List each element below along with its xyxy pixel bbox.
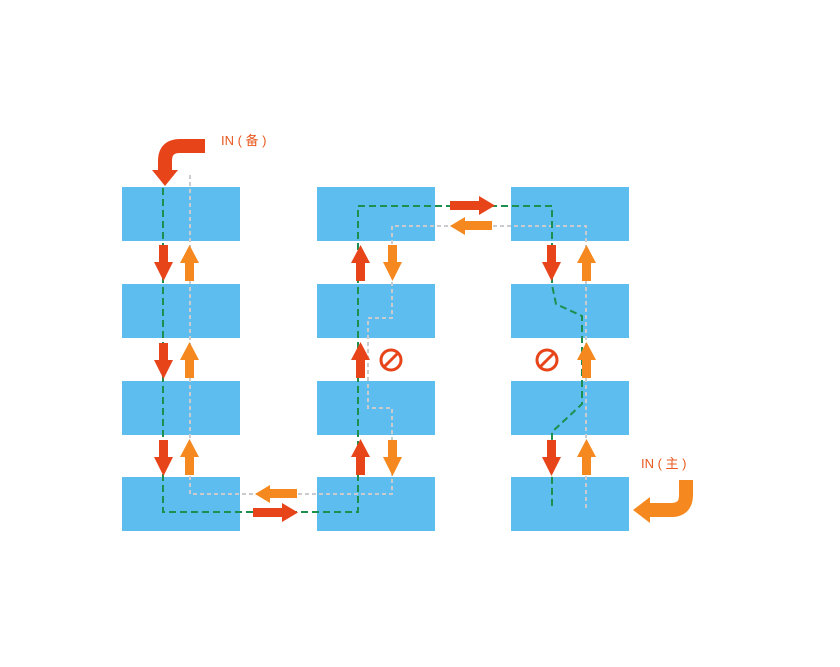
node-c1-r1 — [122, 187, 240, 241]
prohibited-icon — [535, 348, 559, 372]
label-in-backup: IN ( 备 ) — [221, 133, 267, 148]
prohibited-icon — [379, 348, 403, 372]
arrow-up-c1-2 — [180, 342, 199, 378]
arrow-down-c2-2 — [383, 440, 402, 476]
node-c2-r2 — [317, 284, 435, 338]
arrow-up-c2-2 — [351, 342, 370, 378]
arrow-down-c1-3 — [154, 440, 173, 476]
label-in-main: IN ( 主 ) — [641, 456, 687, 471]
node-c3-r1 — [511, 187, 629, 241]
node-c2-r4 — [317, 477, 435, 531]
arrow-left-bottom — [255, 485, 297, 503]
arrow-left-top — [450, 217, 492, 235]
arrow-up-c2-3 — [351, 439, 370, 475]
arrow-right-top — [450, 196, 495, 215]
arrow-right-bottom — [253, 503, 298, 522]
arrow-down-c1-1 — [154, 245, 173, 281]
node-c1-r3 — [122, 381, 240, 435]
arrow-up-c3-2 — [577, 342, 596, 378]
arrow-up-c3-1 — [577, 245, 596, 281]
node-c1-r4 — [122, 477, 240, 531]
arrow-down-c3-1 — [542, 245, 561, 281]
node-c3-r4 — [511, 477, 629, 531]
arrow-down-c3-2 — [542, 440, 561, 476]
node-c1-r2 — [122, 284, 240, 338]
arrow-down-c2-1 — [383, 245, 402, 281]
node-c2-r1 — [317, 187, 435, 241]
arrow-down-c1-2 — [154, 343, 173, 379]
arrow-up-c2-1 — [351, 245, 370, 281]
entry-arrow-main — [633, 480, 693, 523]
arrow-up-c3-3 — [577, 439, 596, 475]
arrow-up-c1-1 — [180, 245, 199, 281]
entry-arrow-backup — [152, 139, 205, 186]
arrow-up-c1-3 — [180, 439, 199, 475]
node-c3-r3 — [511, 381, 629, 435]
